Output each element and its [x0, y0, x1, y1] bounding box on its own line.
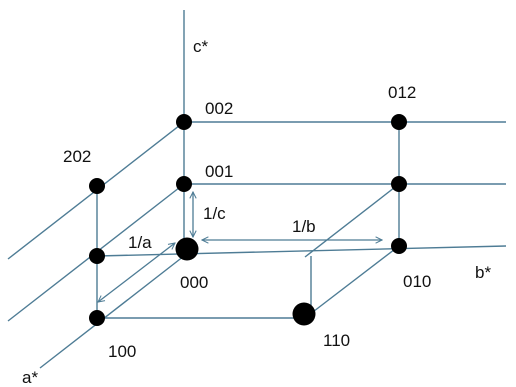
point-202	[89, 178, 105, 194]
point-011	[391, 176, 407, 192]
point-110	[292, 302, 316, 326]
c-star-label: c*	[193, 37, 209, 56]
diagonal-010-line	[304, 245, 400, 319]
point-001	[176, 176, 192, 192]
inv-b-label: 1/b	[292, 217, 316, 236]
point-000	[175, 237, 199, 261]
diagonal-012-line	[304, 183, 400, 258]
lattice-points	[89, 114, 407, 326]
lattice-lines	[7, 10, 507, 369]
point-100	[89, 310, 105, 326]
labels: c* b* a* 002 012 001 202 000 010 100 110…	[22, 37, 491, 387]
point-012	[391, 114, 407, 130]
label-110: 110	[323, 331, 350, 350]
a-star-label: a*	[22, 368, 38, 387]
point-010	[391, 238, 407, 254]
b-star-axis	[96, 245, 507, 257]
b-star-label: b*	[475, 263, 491, 282]
label-001: 001	[205, 162, 233, 181]
label-010: 010	[403, 272, 431, 291]
inv-c-label: 1/c	[203, 204, 226, 223]
inv-a-arrow	[98, 243, 175, 302]
point-002	[176, 114, 192, 130]
inv-a-label: 1/a	[128, 233, 152, 252]
label-002: 002	[205, 99, 233, 118]
point-101	[89, 248, 105, 264]
label-000: 000	[180, 273, 208, 292]
label-202: 202	[63, 147, 91, 166]
spacing-arrows	[98, 192, 382, 302]
label-100: 100	[108, 342, 136, 361]
label-012: 012	[388, 83, 416, 102]
